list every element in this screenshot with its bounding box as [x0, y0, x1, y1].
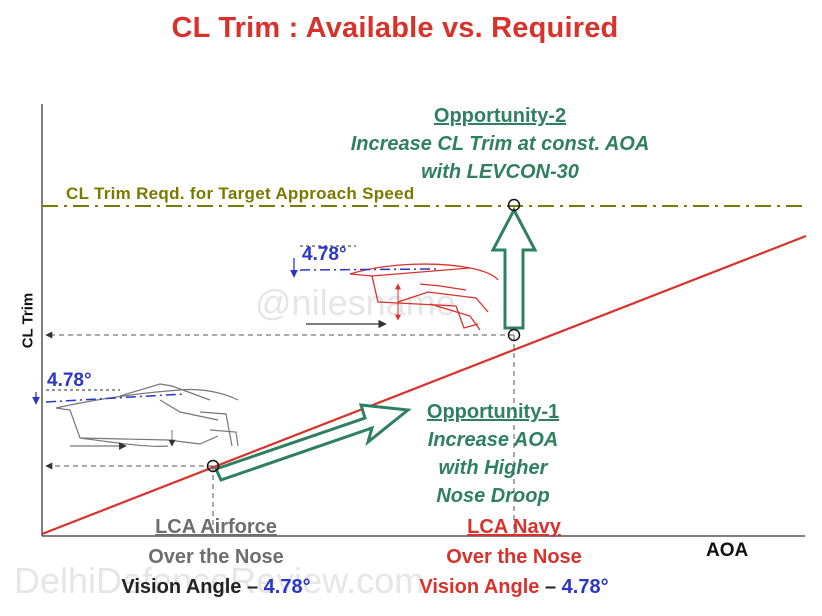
opportunity-2-line2: with LEVCON-30 — [421, 161, 579, 183]
airforce-point-marker — [206, 459, 220, 473]
lca-airforce-label: LCA Airforce Over the Nose Vision Angle … — [96, 512, 336, 602]
airforce-angle-label: 4.78° — [47, 370, 92, 391]
chart-title: CL Trim : Available vs. Required — [171, 12, 619, 44]
opportunity-2-arrow — [490, 206, 538, 330]
target-point-marker — [507, 198, 521, 212]
lca-navy-vision-sep: – — [539, 576, 562, 598]
lca-airforce-vision-value: 4.78° — [263, 576, 311, 598]
lca-navy-line3: Vision Angle – 4.78° — [396, 572, 632, 602]
watermark-center: @nilesname — [255, 282, 456, 323]
target-line-label: CL Trim Reqd. for Target Approach Speed — [66, 184, 415, 203]
opportunity-1-heading: Opportunity-1 — [426, 401, 560, 423]
lca-navy-vision-value: 4.78° — [561, 576, 609, 598]
lca-navy-line2: Over the Nose — [446, 546, 582, 568]
opportunity-1-line2: with Higher — [438, 457, 548, 479]
x-axis-label: AOA — [706, 540, 749, 561]
opportunity-1-arrow — [213, 403, 412, 482]
watermark-bottom: DelhiDefenceReview.com — [14, 560, 425, 601]
navy-angle-label: 4.78° — [302, 244, 347, 265]
lca-airforce-vision-prefix: Vision Angle – — [121, 576, 264, 598]
opportunity-2-heading: Opportunity-2 — [433, 105, 567, 127]
opportunity-1-line3: Nose Droop — [436, 485, 550, 507]
lca-airforce-line3: Vision Angle – 4.78° — [96, 572, 336, 602]
cl-trim-line — [41, 234, 807, 536]
lca-navy-aircraft-sketch — [290, 245, 499, 331]
lca-navy-label: LCA Navy Over the Nose Vision Angle – 4.… — [396, 512, 632, 602]
opportunity-1-text: Opportunity-1 Increase AOA with Higher N… — [398, 398, 588, 510]
y-axis-label: CL Trim — [19, 292, 37, 349]
opportunity-2-text: Opportunity-2 Increase CL Trim at const.… — [310, 102, 690, 186]
navy-point-marker — [507, 328, 521, 342]
lca-airforce-line2: Over the Nose — [148, 546, 284, 568]
lca-airforce-title: LCA Airforce — [155, 516, 277, 538]
opportunity-1-line1: Increase AOA — [427, 429, 559, 451]
lca-navy-title: LCA Navy — [467, 516, 561, 538]
lca-navy-vision-prefix: Vision Angle — [419, 576, 540, 598]
lca-airforce-aircraft-sketch — [32, 383, 239, 450]
opportunity-2-line1: Increase CL Trim at const. AOA — [350, 133, 650, 155]
